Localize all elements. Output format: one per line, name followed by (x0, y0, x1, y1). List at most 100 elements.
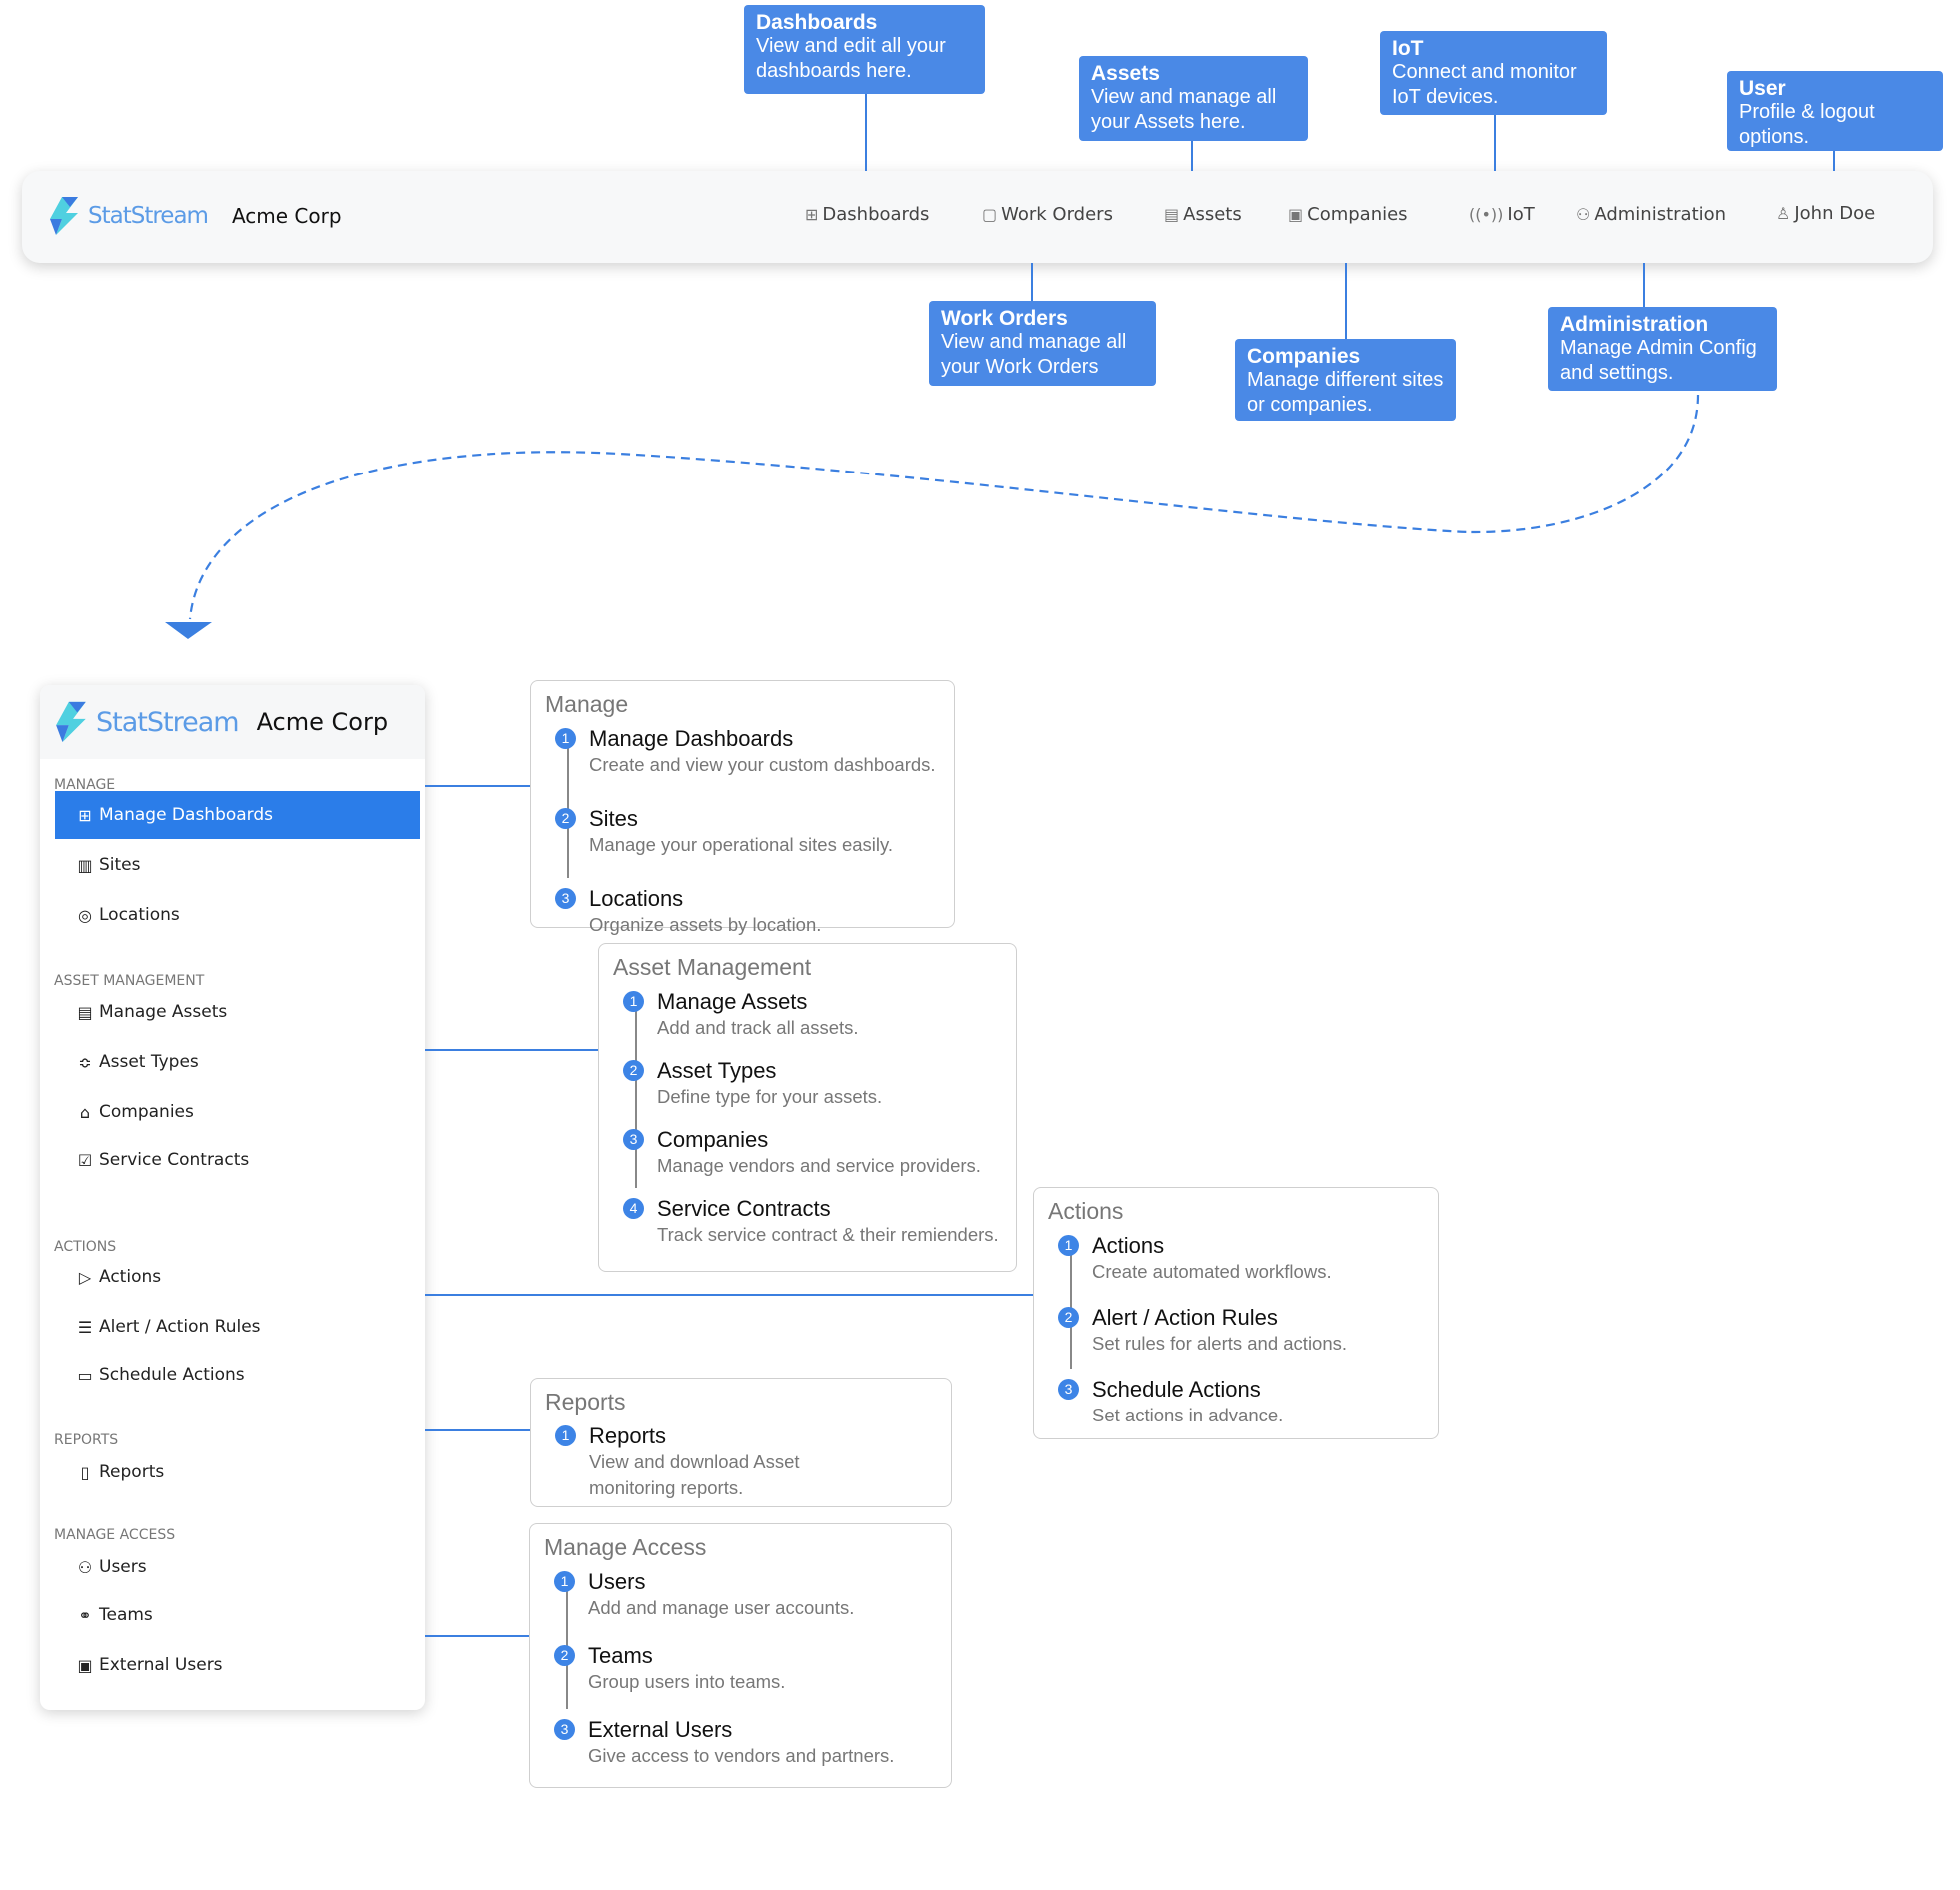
sidebar-item-users[interactable]: ⚇Users (55, 1543, 420, 1591)
callout-title: Companies (1247, 345, 1361, 368)
nav-dashboards[interactable]: ⊞Dashboards (805, 204, 929, 225)
step-description: Add and track all assets. (657, 1017, 859, 1038)
brand-name: StatStream (96, 706, 240, 738)
callout-title: Work Orders (941, 307, 1068, 330)
arrow-head-icon (165, 622, 212, 639)
step-description: Create and view your custom dashboards. (589, 754, 936, 775)
sidebar-section-label: REPORTS (54, 1432, 119, 1448)
sidebar-item-manage-assets[interactable]: ▤Manage Assets (55, 988, 420, 1036)
calendar-icon: ▭ (77, 1365, 93, 1385)
location-pin-icon: ◎ (78, 905, 92, 925)
step-title: Teams (588, 1643, 653, 1668)
connector-line (1643, 263, 1645, 307)
step-number-badge: 1 (555, 1425, 576, 1446)
sidebar-item-companies[interactable]: ⌂Companies (55, 1088, 420, 1136)
step-number-badge: 1 (554, 1571, 575, 1592)
add-user-icon: ⚇ (77, 1557, 93, 1577)
nav-work-orders[interactable]: ▢Work Orders (982, 204, 1113, 225)
sidebar-item-service-contracts[interactable]: ☑Service Contracts (55, 1136, 420, 1184)
asset-icon: ▤ (77, 1002, 93, 1022)
callout-title: User (1739, 77, 1786, 100)
sidebar-item-label: Reports (99, 1462, 165, 1482)
connector-line (425, 785, 530, 787)
sidebar-item-alert-action-rules[interactable]: ☰Alert / Action Rules (55, 1303, 420, 1351)
sidebar-item-label: Manage Dashboards (99, 805, 274, 825)
step-title: Reports (589, 1423, 667, 1448)
sidebar-item-locations[interactable]: ◎Locations (55, 891, 420, 939)
sidebar-item-actions[interactable]: ▷Actions (55, 1253, 420, 1301)
nav-administration[interactable]: ⚇Administration (1576, 204, 1726, 225)
step-description: Create automated workflows. (1092, 1261, 1332, 1282)
statstream-logo-icon (56, 701, 86, 743)
play-icon: ▷ (78, 1267, 92, 1287)
callout-text: View and edit all your dashboards here. (756, 35, 946, 82)
sidebar-section-label: MANAGE (54, 777, 116, 793)
asset-icon: ▤ (1164, 205, 1180, 224)
callout-text: Manage different sites or companies. (1247, 369, 1444, 416)
top-navbar: StatStream Acme Corp (22, 171, 1933, 263)
sidebar-item-schedule-actions[interactable]: ▭Schedule Actions (55, 1351, 420, 1399)
sidebar: StatStream Acme Corp MANAGE⊞Manage Dashb… (40, 685, 425, 1710)
nav-assets[interactable]: ▤Assets (1164, 204, 1242, 225)
step-number-badge: 4 (623, 1198, 644, 1219)
box-title: Manage Access (544, 1534, 707, 1560)
sidebar-item-external-users[interactable]: ▣External Users (55, 1641, 420, 1689)
signal-icon: ((•)) (1470, 205, 1504, 224)
sidebar-item-asset-types[interactable]: ≎Asset Types (55, 1038, 420, 1086)
connector-line (1833, 151, 1835, 171)
sidebar-section-label: MANAGE ACCESS (54, 1527, 176, 1543)
nav-iot[interactable]: ((•))IoT (1470, 204, 1535, 225)
sidebar-item-sites[interactable]: ▥Sites (55, 841, 420, 889)
step-number-badge: 3 (1058, 1379, 1079, 1400)
sidebar-item-manage-dashboards[interactable]: ⊞Manage Dashboards (55, 791, 420, 839)
step-number-badge: 1 (1058, 1235, 1079, 1256)
step-description: Add and manage user accounts. (588, 1597, 855, 1618)
connector-line (425, 1294, 1033, 1296)
admin-user-icon: ⚇ (1576, 205, 1591, 224)
sidebar-item-label: Sites (99, 855, 141, 875)
nav-label: Assets (1183, 204, 1242, 225)
clipboard-icon: ▢ (982, 205, 998, 224)
report-icon: ▯ (80, 1462, 90, 1482)
nav-label: Companies (1307, 204, 1408, 225)
sidebar-item-teams[interactable]: ⚭Teams (55, 1591, 420, 1639)
brand-logo[interactable]: StatStream Acme Corp (48, 197, 342, 235)
sidebar-item-reports[interactable]: ▯ Reports (55, 1448, 420, 1496)
callout-text: View and manage all your Assets here. (1091, 86, 1277, 133)
nav-user-menu[interactable]: ♙John Doe (1776, 203, 1875, 224)
step-number-badge: 1 (623, 991, 644, 1012)
callout-text: Manage Admin Config and settings. (1560, 337, 1757, 384)
sidebar-item-label: Asset Types (99, 1052, 199, 1072)
callout-title: Dashboards (756, 11, 878, 34)
step-description: Set rules for alerts and actions. (1092, 1333, 1348, 1354)
box-title: Manage (545, 691, 629, 717)
org-name: Acme Corp (256, 708, 389, 736)
nav-companies[interactable]: ▣Companies (1288, 204, 1408, 225)
step-title: Actions (1092, 1233, 1165, 1258)
connector-line (425, 1635, 529, 1637)
step-number-badge: 2 (554, 1645, 575, 1666)
